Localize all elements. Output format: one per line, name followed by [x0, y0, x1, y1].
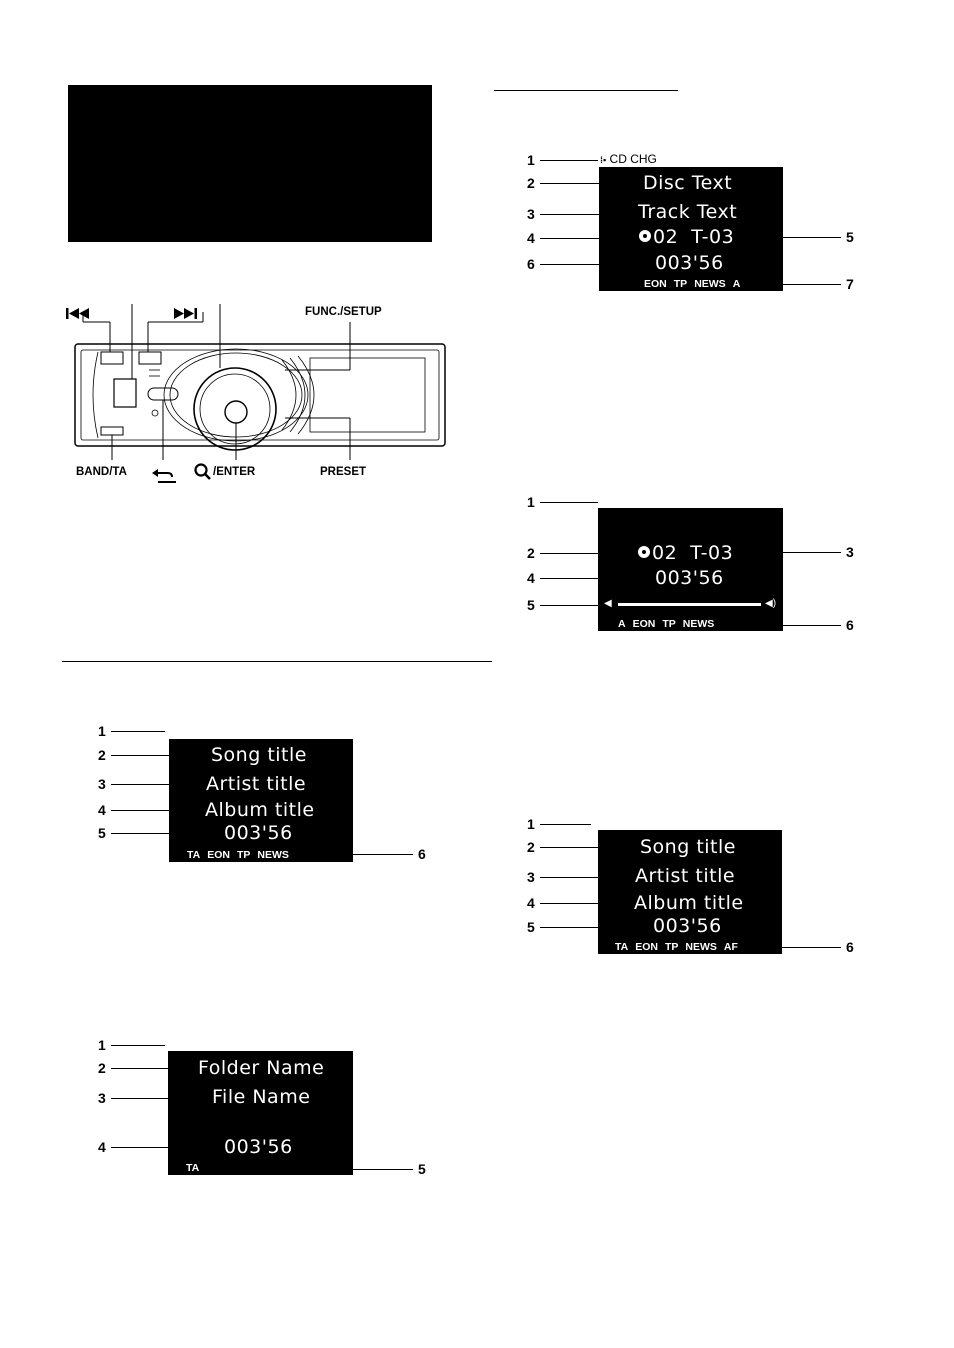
- callout-5: 5: [846, 229, 854, 245]
- callout-2: 2: [527, 545, 535, 561]
- func-setup-label: FUNC./SETUP: [305, 306, 382, 318]
- callout-6: 6: [846, 939, 854, 955]
- callout-4: 4: [98, 1139, 106, 1155]
- speaker-low-icon: ◀: [604, 598, 612, 609]
- callout-3: 3: [527, 869, 535, 885]
- callout-7: 7: [846, 276, 854, 292]
- artist-title: Artist title: [635, 865, 736, 887]
- disc-text: Disc Text: [643, 172, 733, 194]
- elapsed-time: 003'56: [224, 822, 293, 844]
- elapsed-time: 003'56: [653, 915, 722, 937]
- elapsed-time: 003'56: [224, 1136, 293, 1158]
- callout-1: 1: [98, 723, 106, 739]
- elapsed-time: 003'56: [655, 567, 724, 589]
- callout-6: 6: [527, 256, 535, 272]
- song-screen-left: Song title Artist title Album title 003'…: [169, 739, 353, 862]
- folder-name: Folder Name: [198, 1057, 325, 1079]
- faceplate-illustration: [66, 304, 446, 483]
- status-row: TA: [186, 1162, 200, 1174]
- cd-chg-indicator: ⁞▪ CD CHG: [600, 152, 657, 166]
- callout-2: 2: [98, 1060, 106, 1076]
- callout-1: 1: [527, 816, 535, 832]
- speaker-high-icon: ◀): [765, 598, 777, 609]
- section-rule-left-mid: [62, 661, 492, 662]
- band-ta-label: BAND/TA: [76, 466, 127, 478]
- folder-screen: Folder Name File Name 003'56 TA: [168, 1051, 353, 1175]
- header-black-box: [68, 85, 432, 242]
- skip-previous-icon: [66, 308, 89, 319]
- callout-5: 5: [418, 1161, 426, 1177]
- callout-3: 3: [846, 544, 854, 560]
- enter-button[interactable]: [224, 400, 248, 424]
- elapsed-time: 003'56: [655, 252, 724, 274]
- song-title: Song title: [640, 836, 736, 858]
- skip-next-icon: [174, 308, 197, 319]
- next-button[interactable]: [138, 351, 162, 365]
- callout-3: 3: [98, 1090, 106, 1106]
- disc-track-row: 02 T-03: [638, 543, 733, 563]
- prev-button[interactable]: [100, 351, 124, 365]
- callout-4: 4: [98, 802, 106, 818]
- album-title: Album title: [634, 892, 744, 914]
- artist-title: Artist title: [206, 773, 307, 795]
- song-title: Song title: [211, 744, 307, 766]
- callout-6: 6: [846, 617, 854, 633]
- album-title: Album title: [205, 799, 315, 821]
- disc-track-row: 02 T-03: [639, 227, 734, 247]
- cd-chg-icon: ⁞▪: [600, 155, 607, 165]
- preset-label: PRESET: [320, 466, 367, 478]
- callout-5: 5: [98, 825, 106, 841]
- callout-3: 3: [527, 206, 535, 222]
- section-rule-right-top: [494, 90, 678, 91]
- callout-1: 1: [527, 494, 535, 510]
- callout-4: 4: [527, 570, 535, 586]
- band-ta-button[interactable]: [100, 426, 124, 436]
- file-name: File Name: [212, 1086, 311, 1108]
- return-arrow-icon: [152, 469, 176, 483]
- callout-4: 4: [527, 230, 535, 246]
- callout-1: 1: [527, 152, 535, 168]
- back-button[interactable]: [147, 387, 179, 401]
- song-screen-right: Song title Artist title Album title 003'…: [598, 830, 782, 954]
- callout-1: 1: [98, 1037, 106, 1053]
- square-button[interactable]: [113, 378, 137, 408]
- callout-6: 6: [418, 846, 426, 862]
- track-text: Track Text: [638, 201, 738, 223]
- callout-2: 2: [527, 839, 535, 855]
- disc-icon: [639, 230, 651, 242]
- callout-5: 5: [527, 597, 535, 613]
- rotary-knob[interactable]: [193, 367, 277, 451]
- callout-2: 2: [527, 175, 535, 191]
- progress-bar: [618, 603, 761, 606]
- callout-2: 2: [98, 747, 106, 763]
- disc-icon: [638, 546, 650, 558]
- magnifier-icon: [194, 463, 211, 480]
- callout-5: 5: [527, 919, 535, 935]
- callout-3: 3: [98, 776, 106, 792]
- callout-4: 4: [527, 895, 535, 911]
- enter-label: /ENTER: [213, 466, 256, 478]
